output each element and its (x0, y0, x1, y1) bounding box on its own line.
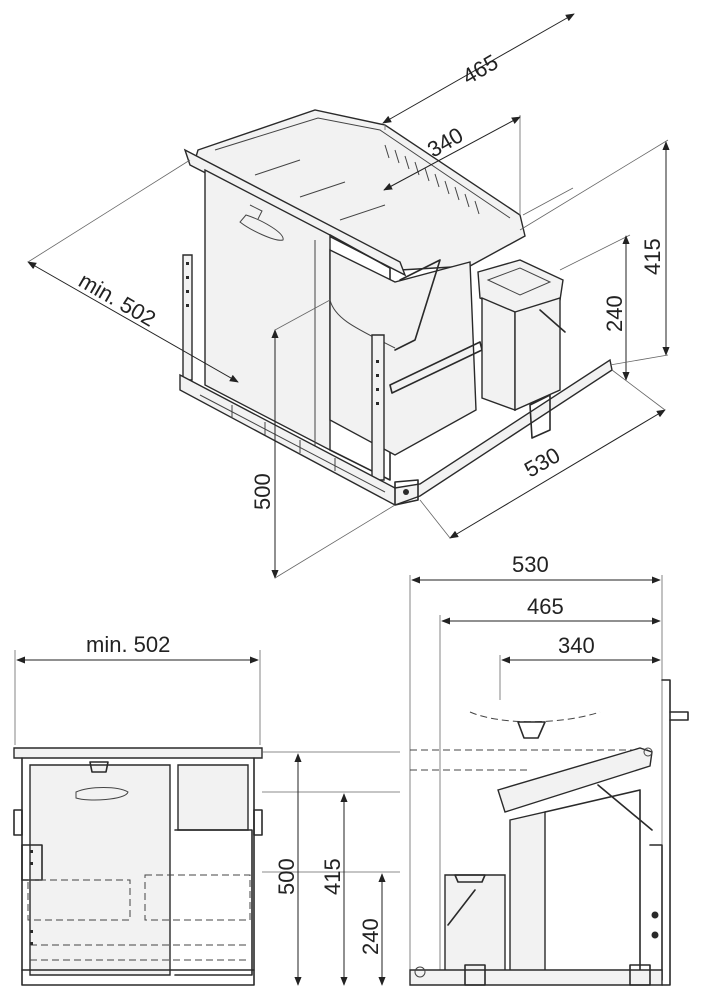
iso-label-500: 500 (250, 473, 275, 510)
iso-label-465: 465 (458, 49, 502, 89)
iso-dimensions (27, 13, 670, 579)
front-view: min. 502 500 415 240 (13, 632, 400, 986)
iso-label-530: 530 (520, 442, 564, 482)
iso-bin-small (477, 259, 566, 412)
side-view: 530 465 340 (409, 552, 689, 986)
side-label-465: 465 (527, 594, 564, 619)
front-label-min502: min. 502 (86, 632, 170, 657)
front-label-415: 415 (320, 858, 345, 895)
front-label-500: 500 (274, 858, 299, 895)
side-label-530: 530 (512, 552, 549, 577)
iso-bin-middle (329, 248, 483, 456)
iso-label-415: 415 (640, 238, 665, 275)
front-label-240: 240 (358, 918, 383, 955)
iso-label-240: 240 (602, 295, 627, 332)
side-label-340: 340 (558, 633, 595, 658)
isometric-view: 465 340 415 240 min. 502 530 500 (27, 13, 670, 579)
iso-label-min502: min. 502 (75, 268, 161, 332)
